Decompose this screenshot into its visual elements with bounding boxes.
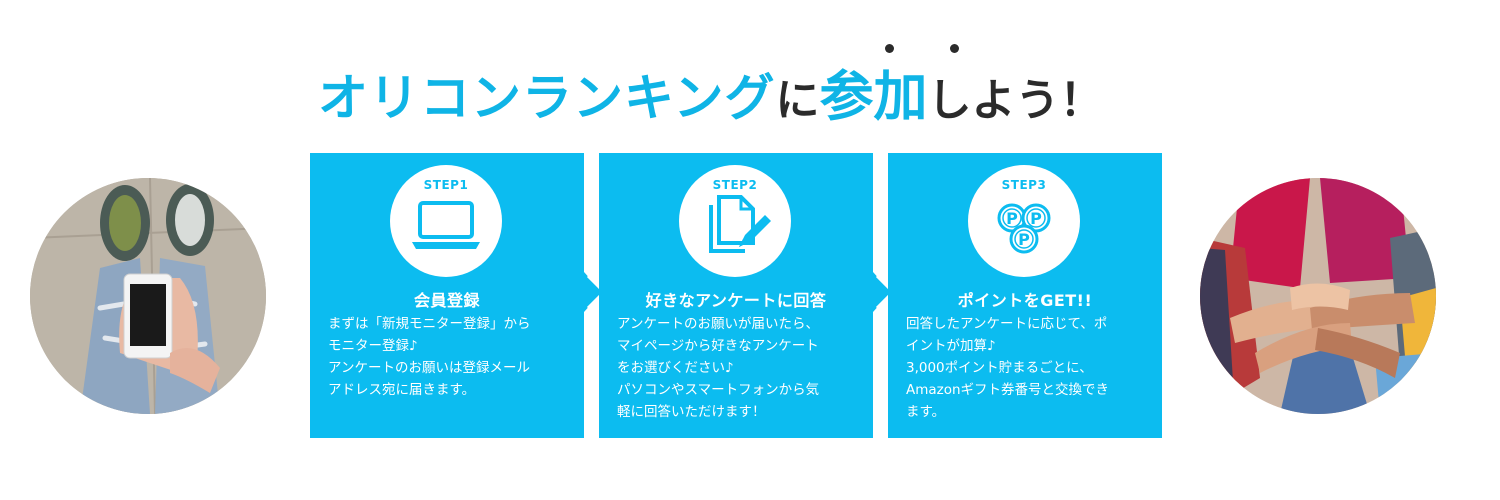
title-brand: オリコンランキング (318, 69, 776, 127)
step-badge: STEP3 P P P (968, 165, 1080, 277)
step-label: STEP3 (1001, 178, 1047, 192)
step-title: 会員登録 (413, 291, 480, 310)
step-badge: STEP2 (679, 165, 791, 277)
laptop-icon (412, 201, 480, 249)
emphasis-dot (885, 44, 894, 53)
title-particle: に (775, 75, 820, 126)
title-emphasis: 参加 (819, 65, 928, 128)
step-description: アンケートのお願いが届いたら、 マイページから好きなアンケート をお選びください… (617, 316, 820, 420)
step-description: まずは「新規モニター登録」から モニター登録♪ アンケートのお願いは登録メール … (328, 316, 531, 398)
step-label: STEP1 (423, 178, 469, 192)
step-title: ポイントをGET!! (957, 291, 1093, 310)
page-title: オリコンランキングに参加しよう！ (318, 62, 1178, 132)
points-icon: P P P (997, 203, 1051, 254)
team-hands-photo (1200, 178, 1436, 414)
step-card-3: STEP3 P P P ポイントをGET!! 回答したアンケートに応じて、ポ イ… (888, 153, 1162, 438)
step-description: 回答したアンケートに応じて、ポ イントが加算♪ 3,000ポイント貯まるごとに、… (906, 316, 1110, 420)
title-tail: しよう！ (927, 75, 1104, 126)
step-title: 好きなアンケートに回答 (645, 291, 827, 310)
step-badge: STEP1 (390, 165, 502, 277)
point-coin-glyph: P (1030, 209, 1042, 228)
point-coin-glyph: P (1018, 230, 1030, 249)
point-coin-glyph: P (1006, 209, 1018, 228)
document-edit-icon (709, 195, 771, 253)
step-card-1: STEP1 会員登録 まずは「新規モニター登録」から モニター登録♪ アンケート… (310, 153, 584, 438)
step-label: STEP2 (712, 178, 758, 192)
emphasis-dot (950, 44, 959, 53)
smartphone-user-photo (30, 178, 266, 414)
step-card-2: STEP2 好きなアンケートに回答 アンケートのお願いが届いたら、 マイページか… (599, 153, 873, 438)
